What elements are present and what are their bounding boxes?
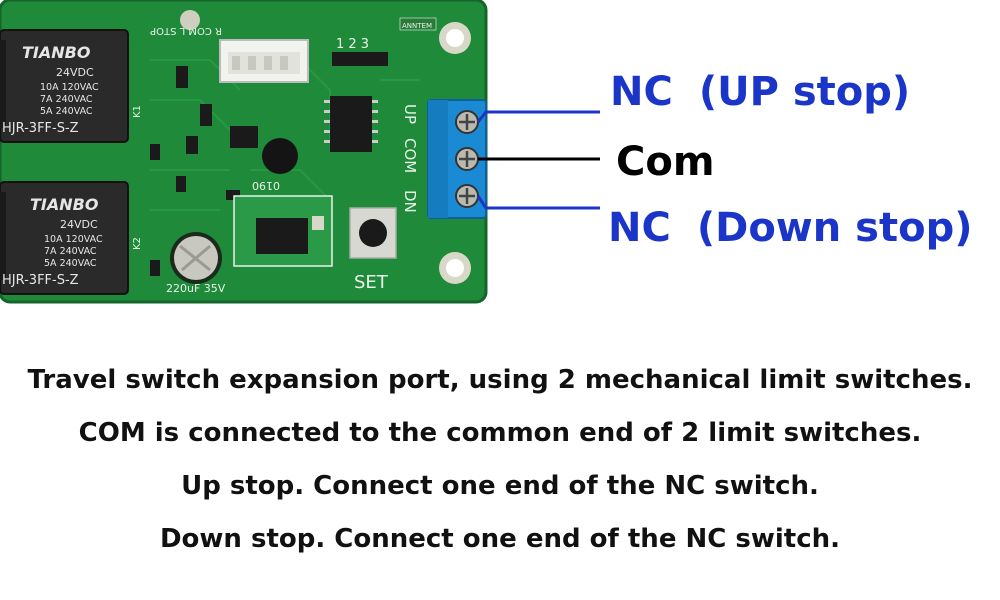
relay-k1: TIANBO 24VDC 10A 120VAC 7A 240VAC 5A 240… [0, 29, 129, 143]
jumper-header [332, 52, 388, 66]
relay-brand: TIANBO [22, 43, 91, 62]
relay-rating: 10A 120VAC [44, 234, 103, 245]
label-com: Com [616, 139, 715, 185]
relay-model: HJR-3FF-S-Z [2, 121, 79, 136]
board-id-silk: ANNTEM [402, 22, 432, 30]
screw-terminal-com [455, 147, 479, 171]
down-stop-label: (Down stop) [696, 205, 973, 251]
relay-rating: 7A 240VAC [44, 246, 97, 257]
mounting-hole-bottom [439, 252, 471, 284]
term-dn-silk: DN [401, 190, 419, 213]
k2-silk: K2 [132, 237, 143, 250]
caption-line-3: Up stop. Connect one end of the NC switc… [181, 471, 819, 501]
nc-label: NC [610, 69, 673, 115]
jumper-silk: 1 2 3 [336, 37, 369, 52]
up-stop-label: (UP stop) [698, 69, 911, 115]
set-silk: SET [354, 272, 389, 293]
wire-nc-up [476, 110, 600, 123]
relay-brand: TIANBO [30, 195, 99, 214]
relay-rating: 5A 240VAC [40, 106, 93, 117]
screw-terminal-dn [455, 184, 479, 208]
term-com-silk: COM [401, 138, 419, 173]
sub-module [233, 195, 333, 267]
module-silk: 0190 [252, 179, 280, 192]
connector-header [219, 39, 309, 83]
caption-line-2: COM is connected to the common end of 2 … [78, 418, 922, 448]
relay-board-photo: TIANBO 24VDC 10A 120VAC 7A 240VAC 5A 240… [0, 0, 600, 304]
set-button [349, 207, 397, 259]
relay-rating: 5A 240VAC [44, 258, 97, 269]
electrolytic-capacitor [170, 232, 222, 284]
terminal-block [427, 99, 487, 219]
relay-model: HJR-3FF-S-Z [2, 273, 79, 288]
label-nc-up-stop: NC (UP stop) [610, 72, 910, 112]
caption-block: Travel switch expansion port, using 2 me… [0, 354, 1000, 566]
relay-k2: TIANBO 24VDC 10A 120VAC 7A 240VAC 5A 240… [0, 181, 129, 295]
k1-silk: K1 [132, 105, 143, 118]
relay-coil: 24VDC [56, 66, 94, 79]
label-nc-down-stop: NC (Down stop) [608, 208, 973, 248]
connector-silk: R COM L STOP [150, 25, 222, 36]
caption-line-4: Down stop. Connect one end of the NC swi… [159, 524, 841, 554]
term-up-silk: UP [401, 104, 419, 124]
nc-label: NC [608, 205, 671, 251]
screw-terminal-up [455, 110, 479, 134]
caption-line-1: Travel switch expansion port, using 2 me… [27, 365, 973, 395]
relay-rating: 7A 240VAC [40, 94, 93, 105]
ic-chip [330, 96, 372, 152]
relay-rating: 10A 120VAC [40, 82, 99, 93]
capacitor-silk: 220uF 35V [166, 282, 226, 295]
wire-nc-down [476, 195, 600, 210]
relay-coil: 24VDC [60, 218, 98, 231]
transistor [262, 138, 298, 174]
mounting-hole-top [439, 22, 471, 54]
